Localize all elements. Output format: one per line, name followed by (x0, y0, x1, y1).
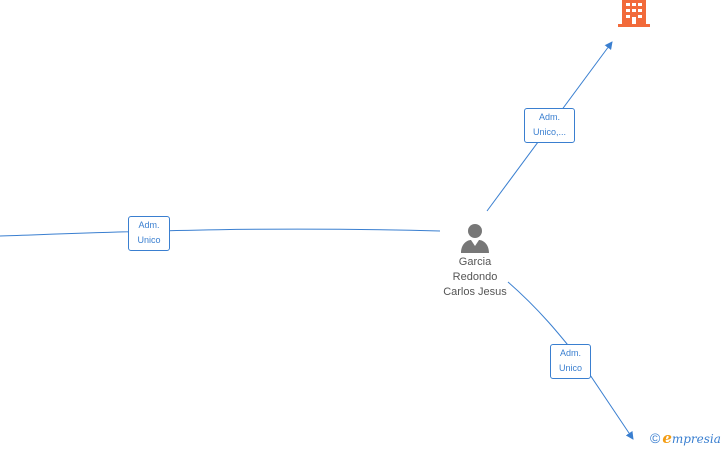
person-name: Garcia Redondo Carlos Jesus (430, 255, 520, 300)
person-icon (461, 224, 489, 253)
copyright-symbol: © (650, 430, 661, 446)
person-name-line-3: Carlos Jesus (443, 286, 507, 298)
person-name-line-1: Garcia (458, 256, 492, 268)
edge-label-top-right-line-2: Unico,... (532, 127, 566, 137)
edge-label-top-right[interactable]: Adm. Unico,... (524, 108, 575, 143)
building-icon[interactable] (617, 0, 651, 28)
person-name-line-2: Redondo (452, 271, 498, 283)
brand-logo: empresia (662, 429, 721, 448)
edge-label-left-line-1: Adm. (138, 220, 160, 230)
watermark: © empresia (650, 429, 721, 447)
brand-rest: mpresia (671, 431, 721, 446)
edge-label-left-line-2: Unico (137, 235, 161, 245)
edge-label-bottom-right-line-2: Unico (558, 363, 582, 373)
edge-label-bottom-right-line-1: Adm. (559, 348, 581, 358)
edge-label-bottom-right[interactable]: Adm. Unico (550, 344, 591, 379)
edge-left-line (0, 228, 441, 237)
brand-initial: e (662, 428, 672, 447)
edge-label-left[interactable]: Adm. Unico (128, 216, 170, 251)
person-node[interactable]: Garcia Redondo Carlos Jesus (430, 222, 520, 300)
edge-label-top-right-line-1: Adm. (538, 112, 560, 122)
